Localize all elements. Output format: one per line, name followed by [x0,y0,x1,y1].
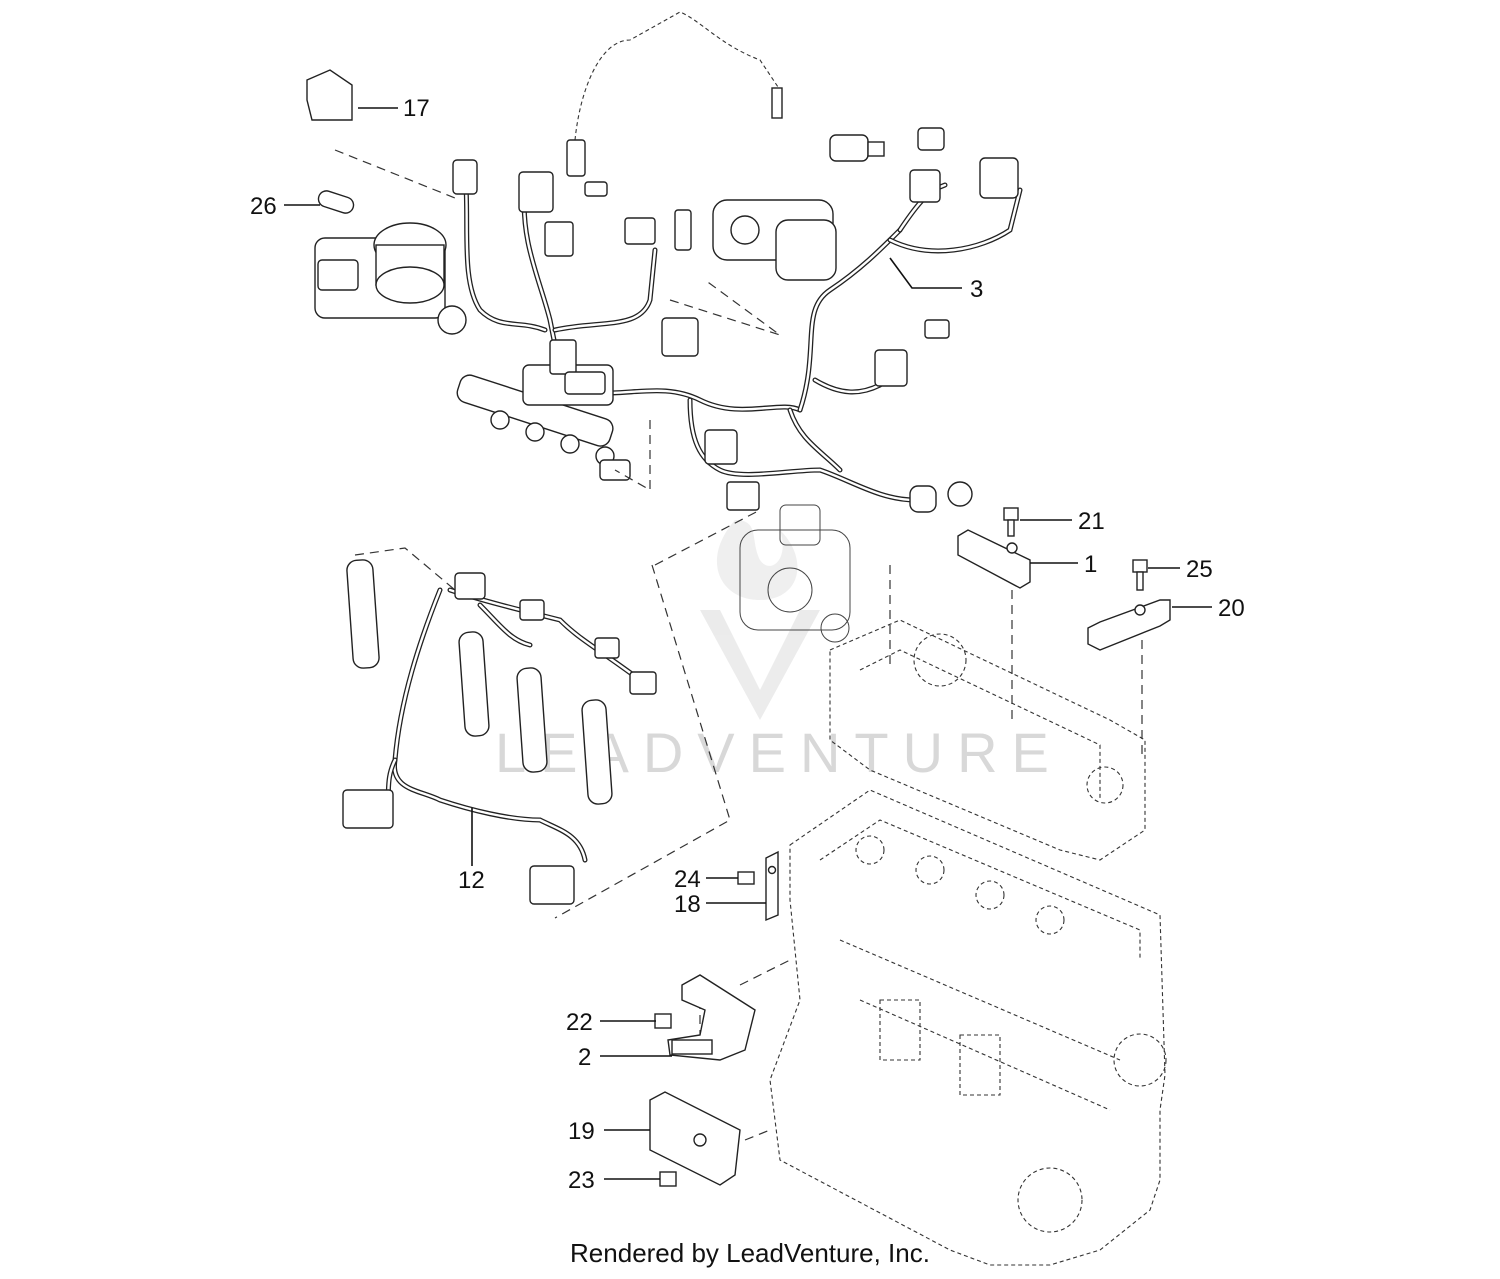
bolt-24 [737,871,755,885]
harness-cover-17 [306,69,353,121]
callout-23: 23 [568,1167,660,1194]
gasket-26 [317,190,355,214]
svg-text:2: 2 [578,1044,591,1071]
callout-2: 2 [578,1044,672,1071]
footer-credit: Rendered by LeadVenture, Inc. [570,1238,930,1268]
svg-text:26: 26 [250,193,277,220]
bolt-25 [1132,559,1148,591]
svg-text:25: 25 [1186,556,1213,583]
callout-25: 25 [1148,556,1213,583]
callout-18: 18 [674,891,766,918]
bracket-19 [649,1091,741,1186]
watermark-text: LEADVENTURE [495,721,1063,784]
fuel-rail [456,374,631,481]
bolt-22 [654,1013,672,1029]
callout-26: 26 [250,193,320,220]
callout-19: 19 [568,1118,650,1145]
fuel-injectors [346,559,613,805]
bracket-20 [1087,599,1171,651]
svg-text:24: 24 [674,866,701,893]
svg-text:22: 22 [566,1009,593,1036]
svg-text:12: 12 [458,867,485,894]
bolt-21 [1003,507,1019,537]
injector-harness [342,547,731,919]
engine-block [699,789,1167,1266]
callout-12: 12 [458,808,485,894]
svg-text:20: 20 [1218,595,1245,622]
svg-text:19: 19 [568,1118,595,1145]
callout-1: 1 [1030,551,1097,578]
callout-22: 22 [566,1009,656,1036]
valve-cover [829,560,1146,861]
watermark-logo [700,520,820,720]
bolt-23 [659,1171,677,1187]
main-wiring-harness [314,11,1023,513]
callout-17: 17 [358,95,430,122]
callout-20: 20 [1172,595,1245,622]
callout-24: 24 [674,866,738,893]
bracket-2 [667,974,756,1061]
svg-text:3: 3 [970,276,983,303]
svg-text:17: 17 [403,95,430,122]
callout-21: 21 [1020,508,1105,535]
fuel-injection-pump [654,504,851,643]
callout-3: 3 [889,257,983,303]
svg-text:18: 18 [674,891,701,918]
svg-text:23: 23 [568,1167,595,1194]
svg-text:1: 1 [1084,551,1097,578]
bracket-1 [957,529,1031,589]
bracket-18 [765,850,779,922]
svg-text:21: 21 [1078,508,1105,535]
